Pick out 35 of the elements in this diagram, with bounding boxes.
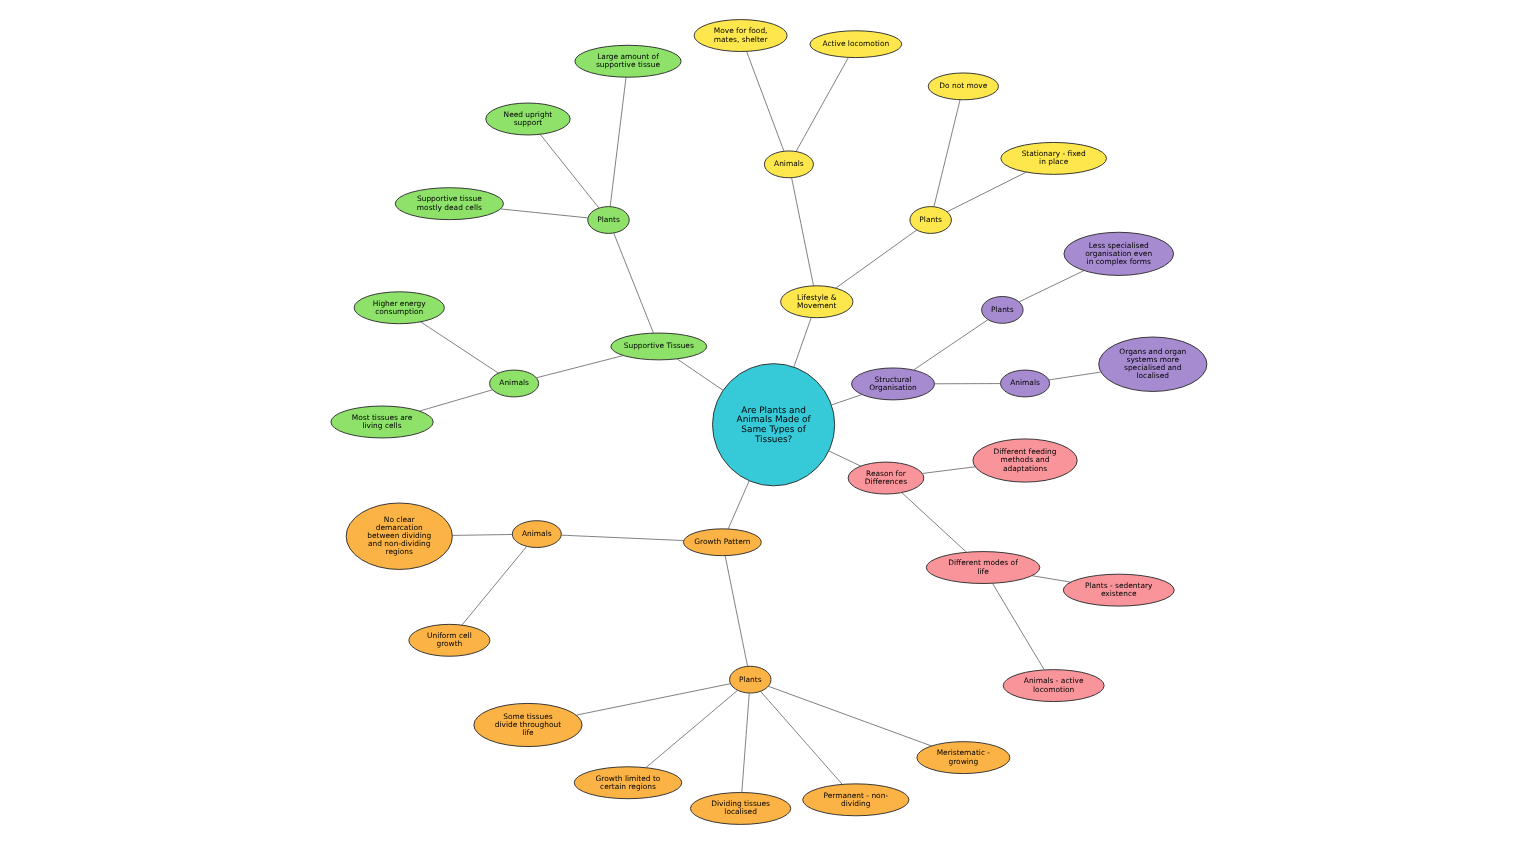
connector <box>675 358 723 391</box>
connector <box>827 450 861 467</box>
connector <box>1017 270 1084 303</box>
connector <box>834 229 916 289</box>
connector <box>790 177 813 287</box>
connector <box>612 232 653 334</box>
connector <box>726 480 749 530</box>
connector <box>460 546 526 626</box>
connector <box>921 466 975 474</box>
connector <box>1047 371 1100 381</box>
connector <box>560 534 683 541</box>
connector <box>499 208 588 219</box>
connector <box>538 133 599 209</box>
connector <box>912 319 988 371</box>
connector <box>419 321 498 374</box>
connector <box>767 685 931 747</box>
connector <box>644 689 737 769</box>
connector <box>740 692 749 793</box>
connector <box>608 76 626 207</box>
connector <box>1030 575 1071 583</box>
connector <box>535 355 623 379</box>
connector <box>575 683 730 716</box>
connector <box>723 555 747 667</box>
connector <box>991 582 1044 671</box>
connector <box>933 383 1000 385</box>
connector <box>745 51 784 152</box>
connector <box>945 171 1026 213</box>
connector <box>792 317 811 368</box>
connector <box>451 534 512 536</box>
connector <box>900 492 966 553</box>
connector <box>794 57 848 152</box>
connector <box>759 691 842 785</box>
connector <box>830 394 862 406</box>
connector <box>418 389 492 412</box>
connector <box>932 99 960 208</box>
